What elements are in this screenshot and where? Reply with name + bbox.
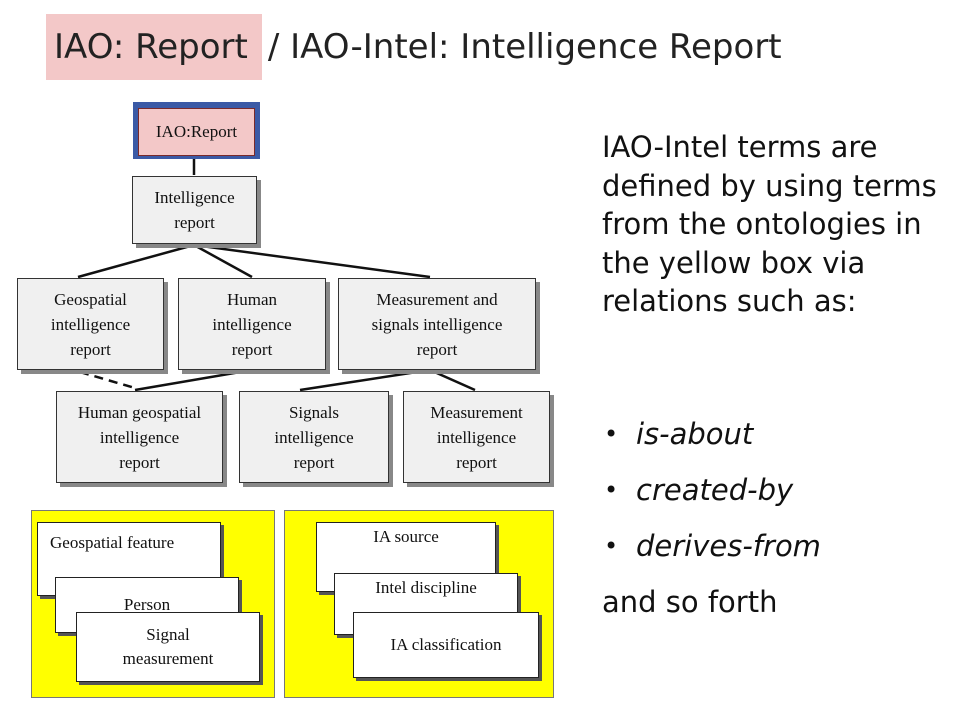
box-ia-classification: IA classification xyxy=(353,612,539,678)
box-signal-measurement: Signal measurement xyxy=(76,612,260,682)
node-signals-intelligence-report: Signals intelligence report xyxy=(239,391,389,483)
relation-item: • derives-from xyxy=(602,524,821,580)
connector-intel-geo xyxy=(77,243,195,279)
relation-label: is-about xyxy=(636,417,754,451)
title-highlight-iao-report: IAO: Report xyxy=(46,14,262,80)
node-human-intelligence-report: Human intelligence report xyxy=(178,278,326,370)
relation-item: • is-about xyxy=(602,412,821,468)
bullet-icon: • xyxy=(604,420,619,448)
relations-list: • is-about • created-by • derives-from xyxy=(602,412,821,580)
bullet-icon: • xyxy=(604,532,619,560)
bullet-icon: • xyxy=(604,476,619,504)
node-intelligence-report: Intelligence report xyxy=(132,176,257,244)
node-geospatial-intelligence-report: Geospatial intelligence report xyxy=(17,278,164,370)
node-measurement-signals-intelligence-report: Measurement and signals intelligence rep… xyxy=(338,278,536,370)
relation-item: • created-by xyxy=(602,468,821,524)
slide-title: IAO: Report / IAO-Intel: Intelligence Re… xyxy=(46,14,782,80)
node-human-geospatial-intelligence-report: Human geospatial intelligence report xyxy=(56,391,223,483)
connector-masint-measurement xyxy=(429,368,476,392)
description-text: IAO-Intel terms are defined by using ter… xyxy=(602,130,937,318)
connector-human-humangeo xyxy=(134,368,253,392)
node-iao-report: IAO:Report xyxy=(138,108,255,156)
relation-label: created-by xyxy=(636,473,794,507)
connector-intel-human xyxy=(193,243,253,279)
title-rest: / IAO-Intel: Intelligence Report xyxy=(267,27,782,67)
connector-intel-masint xyxy=(193,243,431,279)
node-measurement-intelligence-report: Measurement intelligence report xyxy=(403,391,550,483)
closing-text: and so forth xyxy=(602,585,778,619)
relation-label: derives-from xyxy=(636,529,821,563)
ontology-diagram: IAO:Report Intelligence report Geospatia… xyxy=(17,102,554,698)
diagram-connectors xyxy=(77,158,476,392)
connector-geo-humangeo-dashed xyxy=(79,370,136,390)
connector-masint-signals xyxy=(299,368,431,392)
